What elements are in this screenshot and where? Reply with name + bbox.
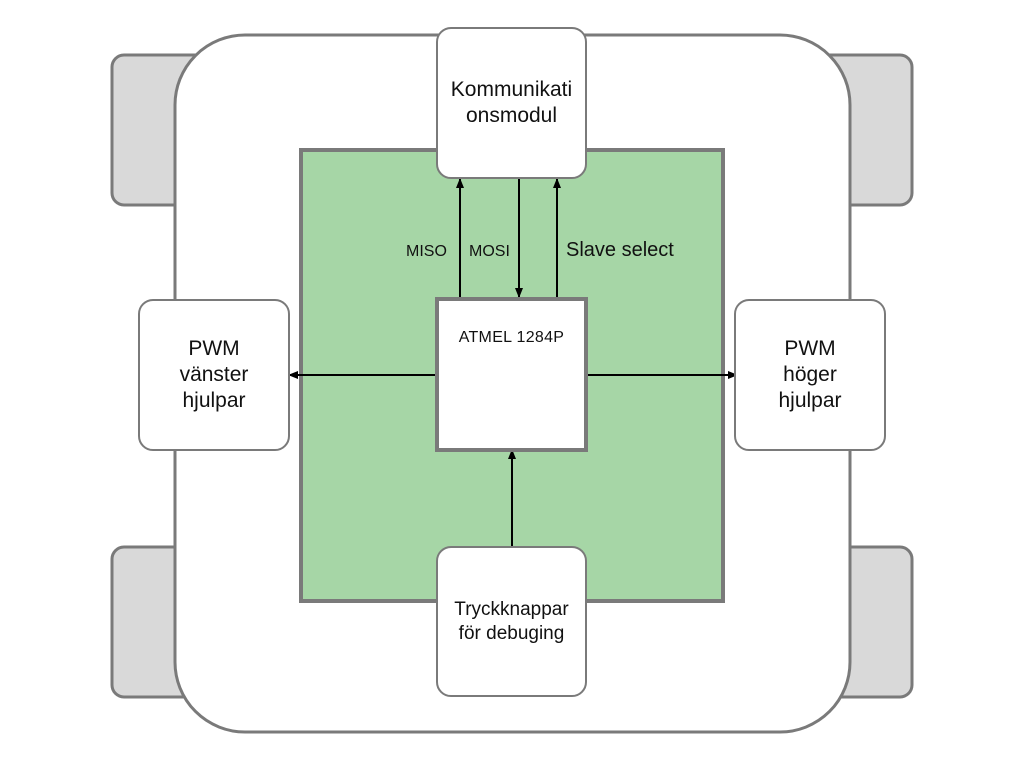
mcu-label: ATMEL 1284P [458,329,565,346]
slave-select-label: Slave select [566,239,674,261]
buttons-box [436,546,587,697]
pwm-right-box [734,299,886,451]
mcu-box [435,297,588,452]
comm-module-box [436,27,587,179]
mosi-label: MOSI [469,243,510,260]
pwm-left-box [138,299,290,451]
miso-label: MISO [406,243,447,260]
